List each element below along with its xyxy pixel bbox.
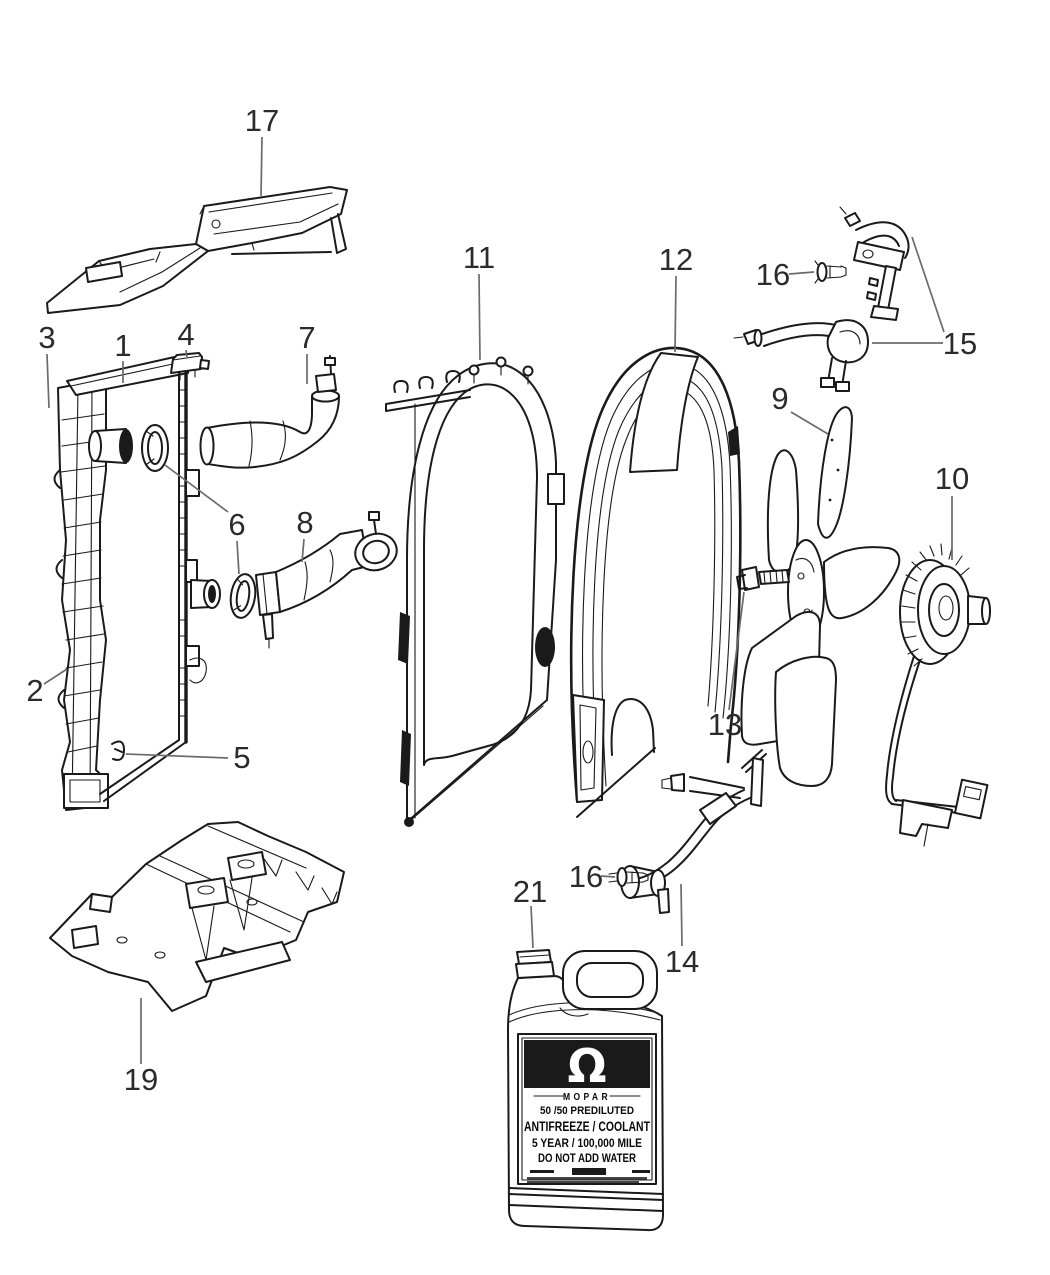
callout-labels: 17 3 1 4 7 6 8 2 5 11 12 16 15 9 10 13 1…: [26, 103, 977, 1097]
leader-6b: [236, 540, 240, 575]
mopar-omega-logo: Ω: [567, 1039, 606, 1093]
radiator-lower-clip: [111, 740, 125, 761]
shroud-screw-lower: [608, 867, 649, 887]
label-brand: MOPAR: [563, 1092, 611, 1103]
shroud-screw-upper: [814, 260, 847, 284]
callout-13: 13: [708, 707, 742, 742]
leader-16a: [788, 271, 815, 275]
leader-17: [260, 136, 263, 197]
callout-3: 3: [38, 320, 55, 355]
jug-label: Ω MOPAR 50 /50 PREDILUTED ANTIFREEZE / C…: [517, 1033, 657, 1185]
leader-lines: [43, 136, 953, 1064]
leader-14: [680, 883, 683, 947]
support-bracket-upper: [839, 206, 910, 321]
leader-21: [530, 905, 534, 949]
hose7-clamp-screw: [315, 355, 337, 393]
callout-21: 21: [513, 874, 547, 909]
fan-clutch: [885, 543, 991, 847]
hose-clamp-a: [141, 424, 169, 472]
lower-mount-bracket: [620, 749, 767, 914]
callout-12: 12: [659, 242, 693, 277]
callout-11: 11: [463, 240, 495, 275]
radiator-inlet-stub: [88, 428, 133, 464]
label-line3: 5 YEAR / 100,000 MILE: [532, 1138, 642, 1150]
leader-6a: [164, 464, 229, 513]
callout-15: 15: [943, 326, 977, 361]
callout-5: 5: [233, 740, 250, 775]
callout-10: 10: [935, 461, 969, 496]
leader-15a: [911, 236, 945, 333]
clutch-wire-harness: [885, 655, 989, 847]
label-logo-band: [524, 1040, 650, 1088]
jug-cap: [515, 949, 555, 979]
upper-radiator-hose: [199, 355, 340, 469]
callout-8: 8: [296, 505, 313, 540]
lower-air-shield: [49, 821, 345, 1012]
callout-17: 17: [245, 103, 279, 138]
radiator: [66, 352, 221, 802]
callout-2: 2: [26, 673, 43, 708]
callout-14: 14: [665, 944, 699, 979]
fan-shroud: [385, 356, 565, 827]
leader-3: [46, 353, 50, 409]
callout-9: 9: [771, 381, 788, 416]
leader-5: [125, 753, 229, 759]
leader-8: [301, 538, 305, 563]
shroud-seal-ring: [569, 346, 742, 818]
hose-clamp-b: [229, 573, 257, 619]
support-bracket-lower: [733, 319, 869, 392]
lower-radiator-hose: [255, 511, 398, 649]
mount-bolt: [736, 566, 790, 591]
leader-9: [790, 411, 829, 435]
callout-7: 7: [298, 320, 315, 355]
callout-1: 1: [114, 328, 131, 363]
leader-13: [728, 591, 745, 711]
leader-2: [43, 668, 68, 685]
label-line1: 50 /50 PREDILUTED: [540, 1105, 634, 1117]
label-line4: DO NOT ADD WATER: [538, 1153, 637, 1165]
leader-4: [185, 349, 188, 358]
leader-11: [478, 273, 481, 361]
callout-16a: 16: [756, 257, 790, 292]
callout-4: 4: [177, 317, 194, 352]
callout-16b: 16: [569, 859, 603, 894]
radiator-outlet-stub: [190, 579, 221, 609]
radiator-cap: [170, 352, 210, 381]
jug-handle: [559, 950, 658, 1017]
fan-blade: [740, 406, 901, 787]
hose8-clamp-screw: [368, 511, 380, 535]
callout-19: 19: [124, 1062, 158, 1097]
label-line2: ANTIFREEZE / COOLANT: [524, 1118, 650, 1134]
coolant-jug: Ω MOPAR 50 /50 PREDILUTED ANTIFREEZE / C…: [507, 949, 664, 1232]
callout-6: 6: [228, 507, 245, 542]
leader-16b: [600, 875, 616, 878]
leader-12: [674, 275, 677, 353]
upper-sight-shield: [46, 186, 348, 314]
